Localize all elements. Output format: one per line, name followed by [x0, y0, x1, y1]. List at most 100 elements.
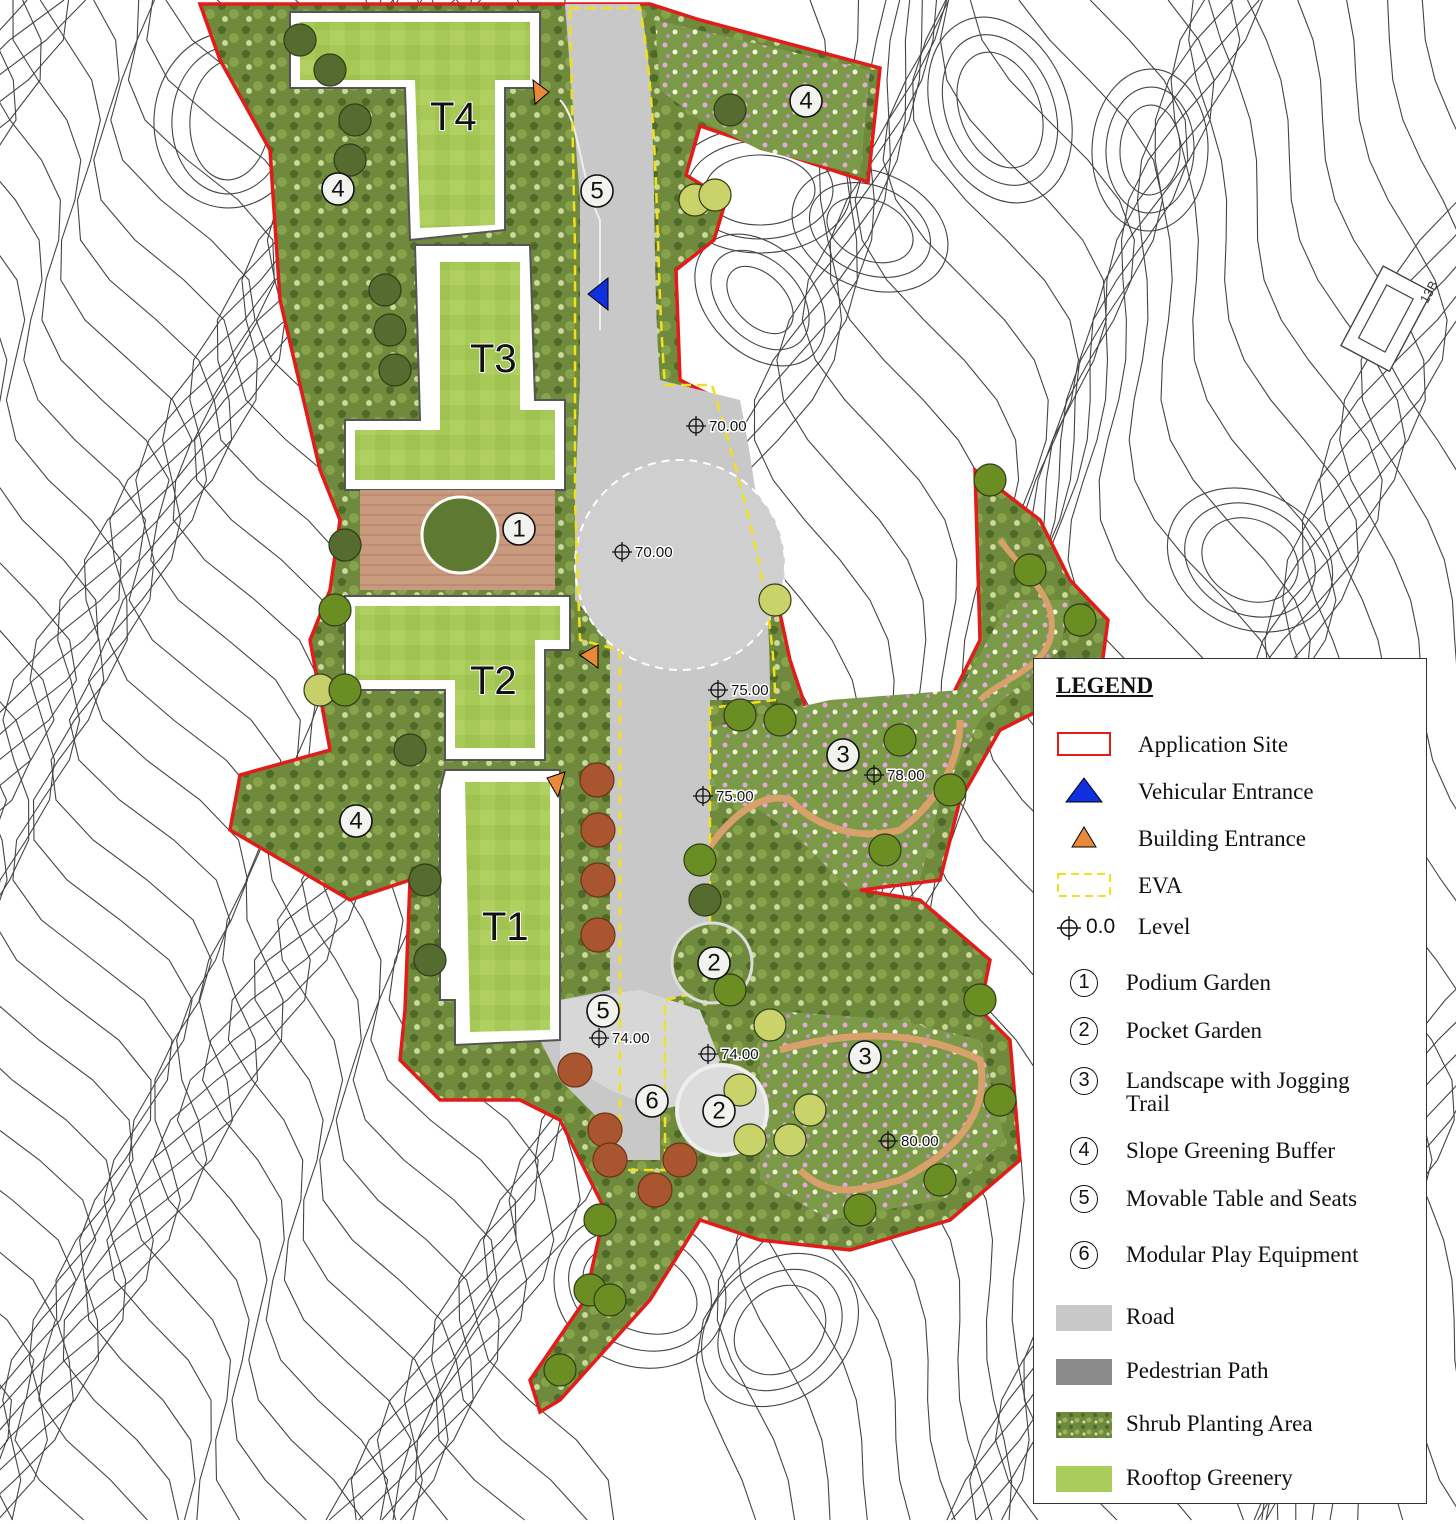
tree — [933, 773, 967, 807]
legend-label-pocket-garden: Pocket Garden — [1126, 1018, 1263, 1043]
legend-label-movable-table: Movable Table and Seats — [1126, 1186, 1358, 1211]
tree — [683, 843, 717, 877]
legend-item-application-site: Application Site — [1034, 725, 1424, 765]
legend-num-6: 6 — [1070, 1241, 1098, 1269]
tree — [758, 583, 792, 617]
tree — [963, 983, 997, 1017]
legend-item-eva: EVA — [1034, 866, 1424, 906]
jogging-trail-south — [779, 1032, 986, 1194]
feature-marker-5-south: 5 — [586, 994, 620, 1028]
tree-autumn — [580, 862, 616, 898]
legend-label-landscape-jogging: Landscape with Jogging Trail — [1126, 1068, 1350, 1116]
svg-text:2: 2 — [712, 1098, 725, 1125]
tree — [713, 973, 747, 1007]
tree-autumn — [662, 1142, 698, 1178]
tree — [843, 1193, 877, 1227]
tower-label-t2: T2 — [470, 659, 517, 703]
legend-item-shrub-planting: Shrub Planting Area — [1034, 1406, 1424, 1446]
tree — [723, 1073, 757, 1107]
svg-text:5: 5 — [590, 178, 603, 205]
building-entrance-icon-t4 — [532, 78, 550, 106]
tree — [773, 1123, 807, 1157]
tree — [338, 103, 372, 137]
podium-garden — [360, 490, 555, 590]
shrub-planting-swatch — [1056, 1412, 1112, 1438]
legend-item-vehicular-entrance: Vehicular Entrance — [1034, 772, 1424, 812]
house-13b: 13B — [1339, 265, 1441, 373]
tree-autumn — [637, 1172, 673, 1208]
tree — [543, 1353, 577, 1387]
tower-t1 — [439, 769, 561, 1047]
tree-autumn — [557, 1052, 593, 1088]
legend-item-pocket-garden: 2 Pocket Garden — [1034, 1013, 1424, 1053]
tree — [413, 943, 447, 977]
tower-label-t4: T4 — [430, 95, 477, 139]
tree — [733, 1123, 767, 1157]
level-legend-sample: 0.0 — [1086, 915, 1116, 938]
legend-label-pedestrian-path: Pedestrian Path — [1126, 1358, 1269, 1383]
building-entrance-legend-icon — [1071, 826, 1097, 848]
tree — [698, 178, 732, 212]
tree — [688, 883, 722, 917]
tree — [713, 93, 747, 127]
legend-num-3: 3 — [1070, 1067, 1098, 1095]
tower-label-t1: T1 — [482, 905, 529, 949]
tree — [723, 698, 757, 732]
legend-label-road: Road — [1126, 1304, 1175, 1329]
svg-text:1: 1 — [512, 516, 525, 543]
svg-text:4: 4 — [331, 176, 344, 203]
vehicular-entrance-legend-icon — [1065, 777, 1103, 803]
pedestrian-path-swatch — [1056, 1359, 1112, 1385]
feature-marker-6: 6 — [635, 1084, 669, 1118]
legend-item-road: Road — [1034, 1299, 1424, 1339]
feature-marker-5-north: 5 — [580, 174, 614, 208]
level-markers: 70.00 70.00 75.00 75.00 78.00 74.00 74.0… — [589, 416, 940, 1152]
tree — [883, 723, 917, 757]
level-marker: 74.00 — [589, 1028, 651, 1049]
level-marker: 70.00 — [686, 416, 748, 437]
svg-text:4: 4 — [799, 88, 812, 115]
legend-item-pedestrian-path: Pedestrian Path — [1034, 1353, 1424, 1393]
legend-item-podium-garden: 1 Podium Garden — [1034, 965, 1424, 1005]
svg-text:6: 6 — [645, 1088, 658, 1115]
level-marker: 80.00 — [878, 1131, 940, 1152]
legend-item-landscape-jogging: 3 Landscape with Jogging Trail — [1034, 1063, 1424, 1119]
tree — [593, 1283, 627, 1317]
tree — [378, 353, 412, 387]
level-marker: 74.00 — [698, 1044, 760, 1065]
legend-num-1: 1 — [1070, 969, 1098, 997]
tower-t2 — [344, 595, 571, 761]
legend-label-slope-greening: Slope Greening Buffer — [1126, 1138, 1336, 1163]
legend-num-5: 5 — [1070, 1185, 1098, 1213]
legend-label-shrub-planting: Shrub Planting Area — [1126, 1411, 1313, 1436]
feature-marker-4-sw: 4 — [339, 804, 373, 838]
tree — [753, 1008, 787, 1042]
legend-item-slope-greening: 4 Slope Greening Buffer — [1034, 1133, 1424, 1173]
legend-label-podium-garden: Podium Garden — [1126, 970, 1272, 995]
building-entrance-icon-t1 — [546, 771, 566, 799]
application-site-icon — [1057, 732, 1111, 756]
tree — [328, 673, 362, 707]
tree — [283, 23, 317, 57]
level-marker: 75.00 — [693, 786, 755, 807]
rooftop-greenery-swatch — [1056, 1466, 1112, 1492]
tree — [328, 528, 362, 562]
tree — [368, 273, 402, 307]
tree — [393, 733, 427, 767]
svg-text:4: 4 — [349, 808, 362, 835]
level-marker: 70.00 — [612, 542, 674, 563]
tree — [1013, 553, 1047, 587]
tree — [868, 833, 902, 867]
legend-num-4: 4 — [1070, 1137, 1098, 1165]
tree-autumn — [587, 1112, 623, 1148]
legend-label-application-site: Application Site — [1138, 732, 1289, 757]
svg-text:80.00: 80.00 — [901, 1133, 939, 1150]
svg-text:75.00: 75.00 — [731, 682, 769, 699]
house-13b-label: 13B — [1417, 278, 1441, 305]
legend-label-level: Level — [1138, 914, 1191, 939]
tower-t4 — [289, 11, 541, 242]
vehicular-entrance-icon — [587, 276, 609, 312]
tree-autumn — [592, 1142, 628, 1178]
feature-marker-4-ne: 4 — [789, 84, 823, 118]
tree-autumn — [580, 812, 616, 848]
